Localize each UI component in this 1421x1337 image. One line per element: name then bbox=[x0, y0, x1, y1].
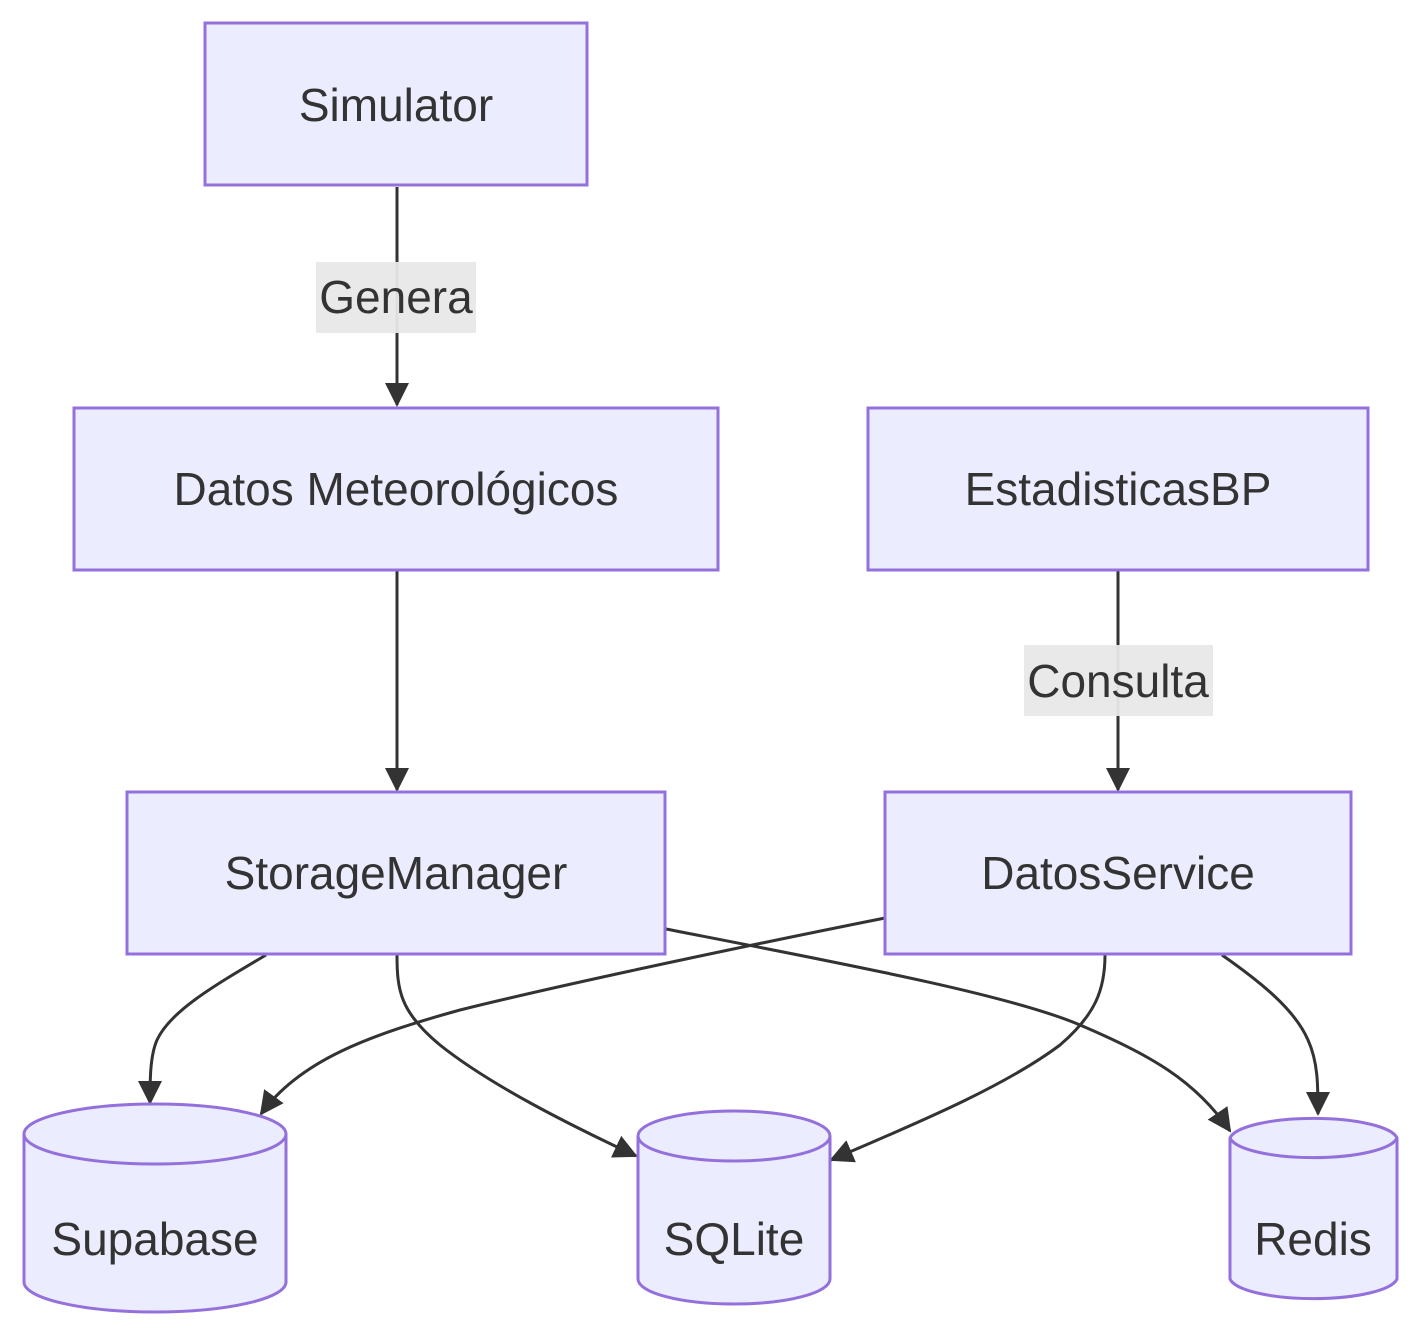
edge-datos-service-to-redis bbox=[1221, 953, 1330, 1116]
node-label: EstadisticasBP bbox=[965, 463, 1272, 515]
edge-storage-manager-to-redis bbox=[665, 927, 1232, 1133]
database-supabase[interactable]: Supabase bbox=[22, 1102, 288, 1314]
edge-label-consulta: Consulta bbox=[1024, 645, 1213, 716]
edge-datos-service-to-supabase bbox=[259, 916, 886, 1116]
database-cylinder-icon bbox=[1228, 1116, 1399, 1301]
edge-label-background bbox=[1024, 645, 1213, 716]
node-label: DatosService bbox=[981, 847, 1255, 899]
database-label: SQLite bbox=[664, 1213, 805, 1265]
edge-datos-service-to-sqlite bbox=[829, 954, 1107, 1163]
database-cylinder-top bbox=[1228, 1137, 1399, 1160]
node-box bbox=[72, 406, 720, 572]
node-box bbox=[125, 790, 667, 956]
database-sqlite[interactable]: SQLite bbox=[636, 1109, 832, 1306]
edge-label-text: Genera bbox=[319, 271, 473, 323]
node-datos-meteorologicos[interactable]: Datos Meteorológicos bbox=[72, 406, 720, 572]
database-cylinder-icon bbox=[636, 1109, 832, 1306]
edge-label-genera: Genera bbox=[316, 262, 476, 333]
node-box bbox=[203, 21, 589, 187]
edge-storage-manager-to-supabase bbox=[138, 953, 267, 1105]
database-redis[interactable]: Redis bbox=[1228, 1116, 1399, 1301]
node-box bbox=[883, 790, 1353, 956]
edge-label-background bbox=[316, 262, 476, 333]
database-label: Supabase bbox=[51, 1213, 258, 1265]
edge-storage-manager-to-sqlite bbox=[395, 954, 638, 1158]
node-simulator[interactable]: Simulator bbox=[203, 21, 589, 187]
node-box bbox=[866, 406, 1370, 572]
node-label: Simulator bbox=[299, 79, 493, 131]
edge-label-text: Consulta bbox=[1027, 655, 1209, 707]
database-cylinder-top bbox=[22, 1133, 288, 1166]
database-label: Redis bbox=[1254, 1213, 1372, 1265]
node-datos-service[interactable]: DatosService bbox=[883, 790, 1353, 956]
database-cylinder-top bbox=[636, 1135, 832, 1163]
node-storage-manager[interactable]: StorageManager bbox=[125, 790, 667, 956]
node-estadisticas-bp[interactable]: EstadisticasBP bbox=[866, 406, 1370, 572]
node-label: StorageManager bbox=[225, 847, 568, 899]
edges bbox=[138, 187, 1330, 1163]
node-label: Datos Meteorológicos bbox=[174, 463, 619, 515]
